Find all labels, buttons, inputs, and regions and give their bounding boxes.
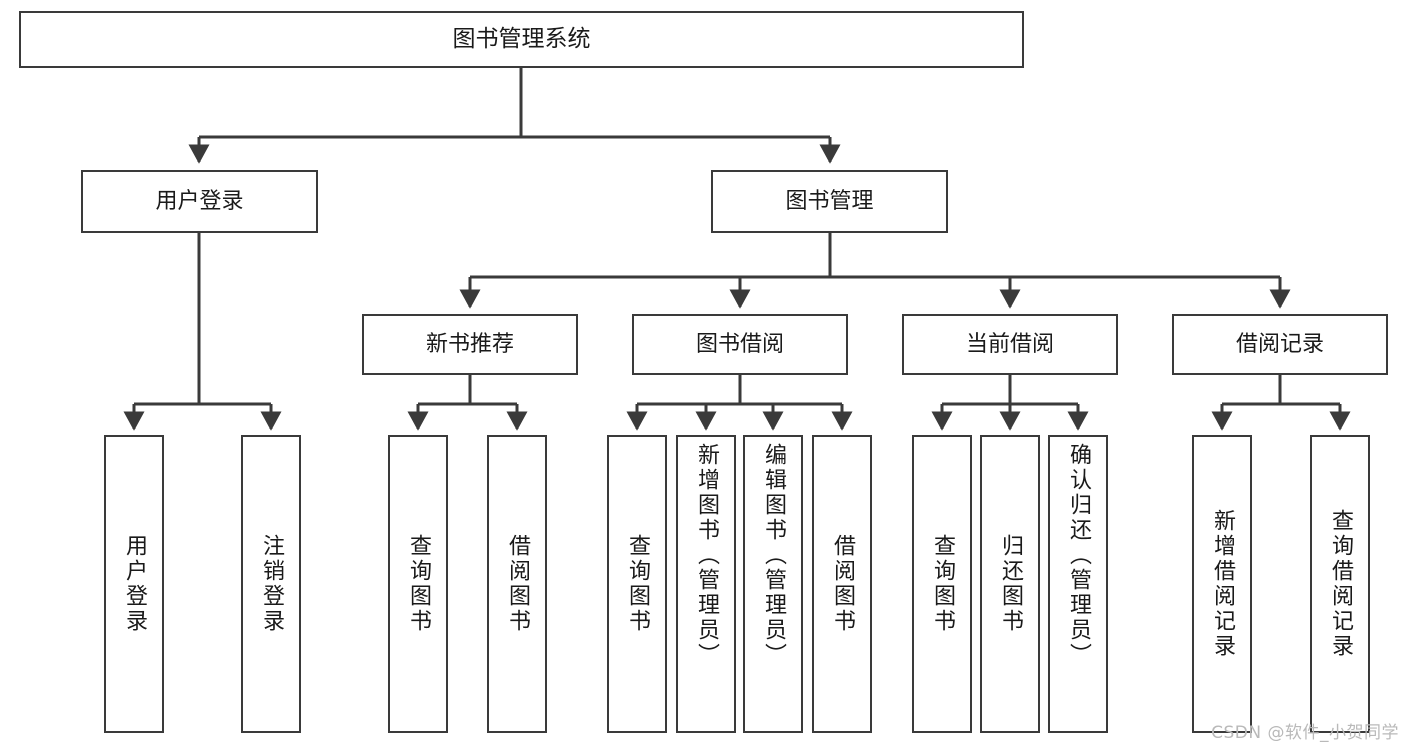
leaf-add-borrow-record[interactable]: 新增借阅记录: [1192, 435, 1252, 733]
node-label: 查询图书: [929, 534, 955, 634]
node-label: 新增借阅记录: [1209, 509, 1235, 659]
node-label: 图书管理: [785, 188, 874, 214]
node-label: 图书借阅: [695, 331, 784, 357]
node-label: 借阅记录: [1235, 331, 1324, 357]
node-label: 图书管理系统: [452, 25, 591, 52]
node-label: 借阅图书: [829, 534, 855, 634]
node-book-borrow[interactable]: 图书借阅: [632, 314, 848, 375]
leaf-query-borrow-record[interactable]: 查询借阅记录: [1310, 435, 1370, 733]
node-book-management[interactable]: 图书管理: [711, 170, 948, 233]
leaf-borrow-book[interactable]: 借阅图书: [812, 435, 872, 733]
node-borrow-record[interactable]: 借阅记录: [1172, 314, 1388, 375]
node-label: 查询借阅记录: [1327, 509, 1353, 659]
leaf-query-book-borrow[interactable]: 查询图书: [607, 435, 667, 733]
node-label: 新书推荐: [425, 331, 514, 357]
node-label: 用户登录: [155, 188, 244, 214]
node-label: 查询图书: [405, 534, 431, 634]
node-user-login[interactable]: 用户登录: [81, 170, 318, 233]
leaf-borrow-book-recommend[interactable]: 借阅图书: [487, 435, 547, 733]
leaf-logout[interactable]: 注销登录: [241, 435, 301, 733]
leaf-user-login[interactable]: 用户登录: [104, 435, 164, 733]
leaf-return-book[interactable]: 归还图书: [980, 435, 1040, 733]
csdn-watermark: CSDN @软件_小贺同学: [1211, 723, 1399, 743]
node-root-system[interactable]: 图书管理系统: [19, 11, 1024, 68]
leaf-add-book-admin[interactable]: 新增图书（管理员）: [676, 435, 736, 733]
leaf-query-book-recommend[interactable]: 查询图书: [388, 435, 448, 733]
leaf-edit-book-admin[interactable]: 编辑图书（管理员）: [743, 435, 803, 733]
node-label: 查询图书: [624, 534, 650, 634]
node-label: 归还图书: [997, 534, 1023, 634]
node-label: 注销登录: [258, 534, 284, 634]
node-current-borrow[interactable]: 当前借阅: [902, 314, 1118, 375]
node-label: 当前借阅: [965, 331, 1054, 357]
node-label: 借阅图书: [504, 534, 530, 634]
node-label: 编辑图书（管理员）: [760, 443, 786, 668]
node-new-book-recommend[interactable]: 新书推荐: [362, 314, 578, 375]
leaf-query-book-current[interactable]: 查询图书: [912, 435, 972, 733]
leaf-confirm-return-admin[interactable]: 确认归还（管理员）: [1048, 435, 1108, 733]
node-label: 确认归还（管理员）: [1065, 443, 1091, 668]
node-label: 新增图书（管理员）: [693, 443, 719, 668]
node-label: 用户登录: [121, 534, 147, 634]
